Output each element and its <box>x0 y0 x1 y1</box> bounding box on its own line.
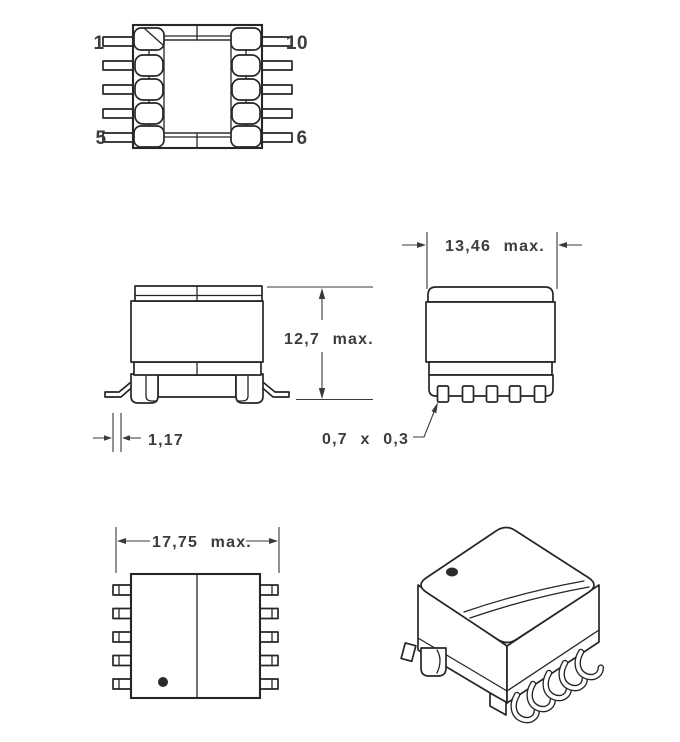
pin-number-10: 10 <box>286 33 308 54</box>
iso-gullwing-leads <box>510 648 605 724</box>
bottom-view-right-pins <box>259 584 279 690</box>
side-view-left-foot <box>130 373 159 404</box>
pin-number-5: 5 <box>95 128 106 149</box>
side-view-core-body <box>130 300 264 363</box>
pin-number-1: 1 <box>93 33 104 54</box>
front-view-lower-winding <box>428 361 553 376</box>
front-view: 13,46 max. 0,7 x 0,3 <box>322 232 582 448</box>
bottom-view-left-pins <box>112 584 132 690</box>
side-view: 12,7 max. 1,17 <box>93 285 374 452</box>
iso-top-face <box>420 526 595 644</box>
isometric-view <box>400 526 605 724</box>
front-view-core-body <box>425 301 556 363</box>
height-dimension: 12,7 max. <box>267 286 374 401</box>
side-view-right-foot <box>235 373 264 404</box>
front-view-leads <box>436 385 547 403</box>
lead-size-callout: 0,7 x 0,3 <box>322 402 438 448</box>
height-dim-label: 12,7 max. <box>284 331 374 348</box>
bottom-width-label: 17,75 max. <box>152 534 252 551</box>
bottom-view: 17,75 max. <box>112 527 280 700</box>
pin-number-6: 6 <box>296 128 307 149</box>
bobbin-bar <box>157 374 237 398</box>
pin1-index-dot <box>158 677 168 687</box>
right-foot-inner-line <box>236 374 249 402</box>
core-window <box>163 39 232 134</box>
iso-left-foot <box>420 647 447 677</box>
iso-front-foot <box>489 692 507 716</box>
iso-left-tab <box>400 642 417 663</box>
top-view-left-pin-stubs <box>102 36 134 143</box>
side-view-upper-winding <box>134 285 263 302</box>
iso-pin1-dot <box>446 567 458 577</box>
iso-top-seam-band <box>463 580 590 619</box>
iso-left-foot-inner <box>436 649 441 674</box>
top-view-right-pads <box>230 27 262 148</box>
top-view-left-pads <box>133 27 165 148</box>
front-view-top-cap <box>427 286 554 303</box>
width-dimension-front: 13,46 max. <box>402 232 582 289</box>
left-foot-inner-line <box>145 374 158 402</box>
lead-thickness-dimension: 1,17 <box>93 413 184 452</box>
pin1-chamfer-line <box>143 27 164 46</box>
upper-winding-seam <box>134 285 263 302</box>
top-view: 1 10 5 6 <box>93 23 308 150</box>
lead-thickness-label: 1,17 <box>148 432 184 449</box>
front-width-label: 13,46 max. <box>445 238 545 255</box>
width-dimension-bottom: 17,75 max. <box>115 527 280 573</box>
lead-size-label: 0,7 x 0,3 <box>322 431 409 448</box>
iso-flange-lines <box>417 629 600 692</box>
bottom-view-package-outline <box>129 572 262 700</box>
